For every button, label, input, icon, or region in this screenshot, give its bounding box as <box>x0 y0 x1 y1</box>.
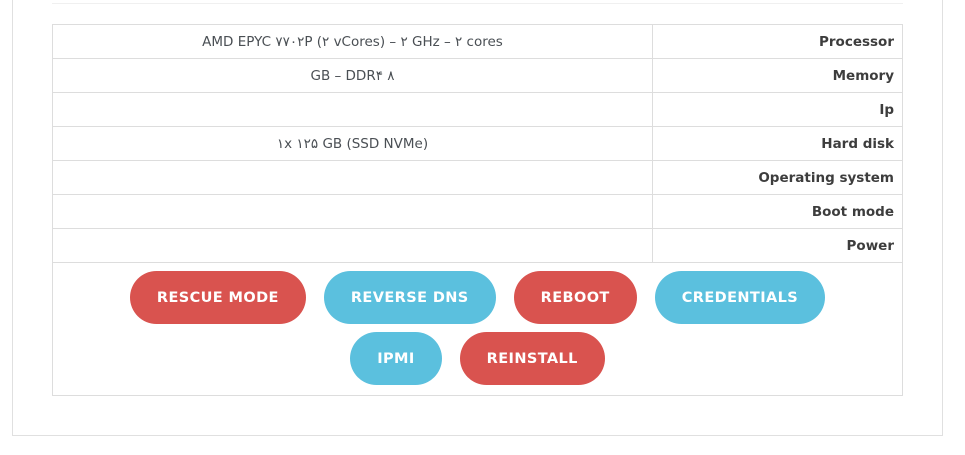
spec-row-boot-mode: Boot mode <box>53 195 902 229</box>
ip-value <box>53 93 652 126</box>
actions-row-1: RESCUE MODE REVERSE DNS REBOOT CREDENTIA… <box>53 271 902 324</box>
spec-row-hard-disk: ۱x ۱۲۵ GB (SSD NVMe) Hard disk <box>53 127 902 161</box>
spec-row-memory: GB – DDR۴ ۸ Memory <box>53 59 902 93</box>
spec-row-operating-system: Operating system <box>53 161 902 195</box>
boot-mode-value <box>53 195 652 228</box>
operating-system-value <box>53 161 652 194</box>
boot-mode-label: Boot mode <box>652 195 902 228</box>
server-actions: RESCUE MODE REVERSE DNS REBOOT CREDENTIA… <box>53 263 902 395</box>
hard-disk-label: Hard disk <box>652 127 902 160</box>
reverse-dns-button[interactable]: REVERSE DNS <box>323 271 496 324</box>
processor-value: AMD EPYC ۷۷۰۲P (۲ vCores) – ۲ GHz – ۲ co… <box>202 33 503 50</box>
reboot-button[interactable]: REBOOT <box>513 271 637 324</box>
server-details-card: AMD EPYC ۷۷۰۲P (۲ vCores) – ۲ GHz – ۲ co… <box>12 0 943 436</box>
spec-row-power: Power <box>53 229 902 263</box>
spec-row-ip: Ip <box>53 93 902 127</box>
actions-row-2: IPMI REINSTALL <box>53 332 902 385</box>
power-value <box>53 229 652 262</box>
credentials-button[interactable]: CREDENTIALS <box>654 271 826 324</box>
ipmi-button[interactable]: IPMI <box>350 332 442 385</box>
memory-value: GB – DDR۴ ۸ <box>310 67 395 84</box>
server-spec-table: AMD EPYC ۷۷۰۲P (۲ vCores) – ۲ GHz – ۲ co… <box>52 24 903 396</box>
operating-system-label: Operating system <box>652 161 902 194</box>
tab-content: AMD EPYC ۷۷۰۲P (۲ vCores) – ۲ GHz – ۲ co… <box>52 3 903 396</box>
spec-row-processor: AMD EPYC ۷۷۰۲P (۲ vCores) – ۲ GHz – ۲ co… <box>53 25 902 59</box>
reinstall-button[interactable]: REINSTALL <box>459 332 605 385</box>
ip-label: Ip <box>652 93 902 126</box>
hard-disk-value: ۱x ۱۲۵ GB (SSD NVMe) <box>276 135 429 152</box>
rescue-mode-button[interactable]: RESCUE MODE <box>129 271 306 324</box>
power-label: Power <box>652 229 902 262</box>
memory-label: Memory <box>652 59 902 92</box>
processor-label: Processor <box>652 25 902 58</box>
